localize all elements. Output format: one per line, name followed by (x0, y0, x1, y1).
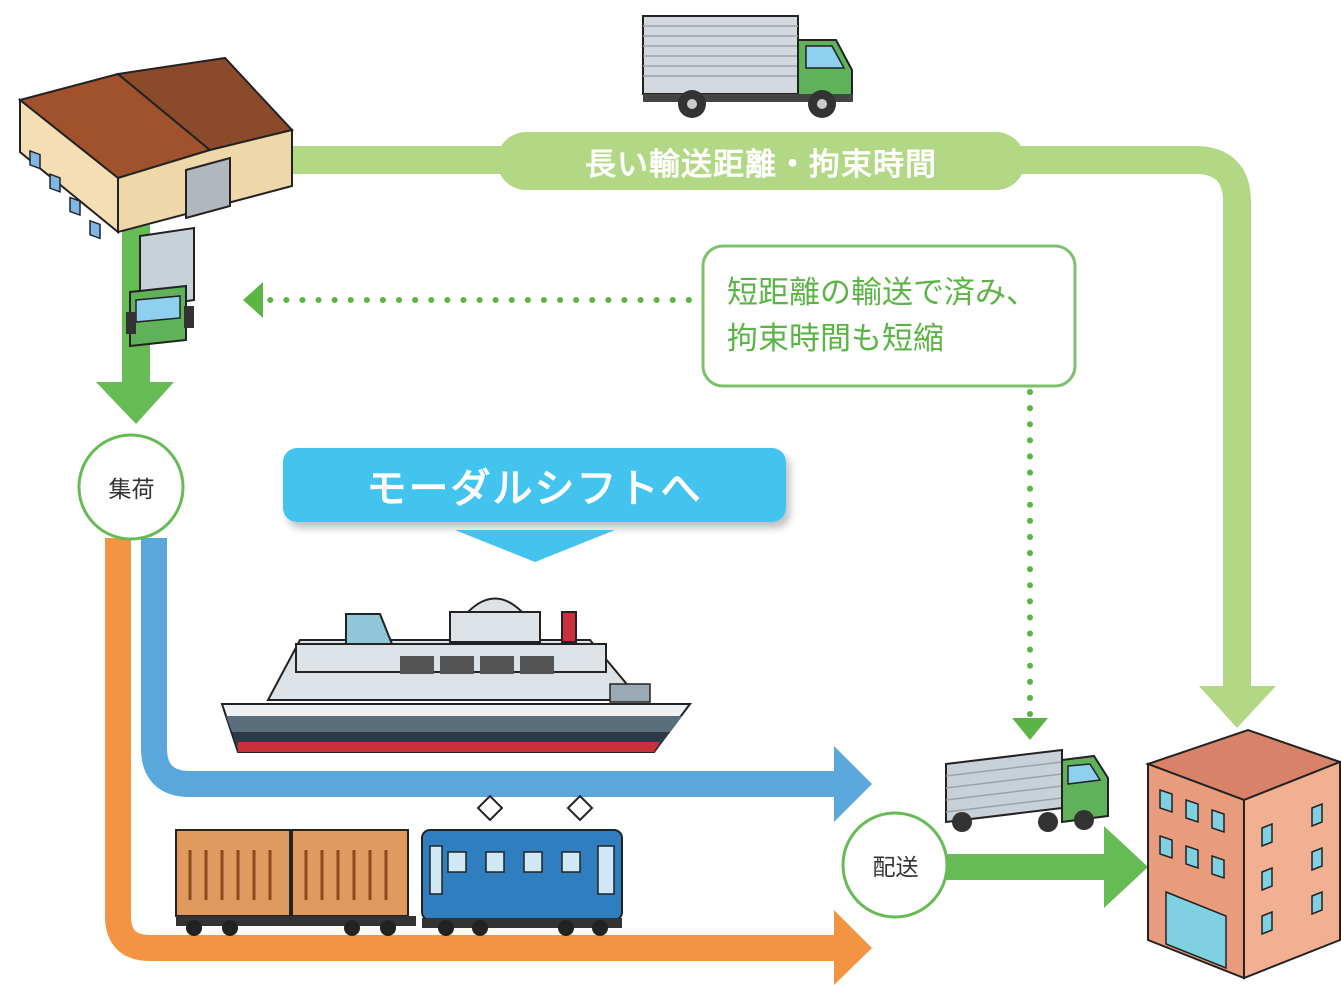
delivery-label: 配送 (872, 855, 919, 881)
ship-route-arrowhead (834, 746, 872, 822)
modal-shift-label: モーダルシフトへ (366, 466, 703, 512)
pickup-circle (77, 433, 185, 541)
short-route-note: 短距離の輸送で済み、 拘束時間も短縮 (703, 246, 1075, 386)
short-route-note-box (701, 244, 1077, 388)
truck-icon-delivery (945, 748, 1109, 832)
banner-pointer (455, 530, 615, 562)
ship-route (141, 538, 872, 822)
short-route-dotted (243, 282, 1048, 740)
long-route-label: 長い輸送距離・拘束時間 (585, 146, 937, 183)
dotted-arrowhead-down (1012, 718, 1048, 740)
warehouse-icon (17, 56, 294, 240)
delivery-route (946, 826, 1148, 908)
long-route-pill (497, 132, 1025, 190)
ship-icon (220, 597, 692, 753)
pickup-label: 集荷 (108, 477, 155, 503)
delivery-arrowhead (1104, 826, 1148, 908)
delivery-circle (841, 811, 949, 919)
dotted-arrowhead-left (243, 282, 263, 318)
truck-icon-long (642, 15, 853, 118)
pickup-arrowhead (96, 382, 174, 424)
short-route-note-line1: 短距離の輸送で済み、 (727, 275, 1037, 311)
office-building-icon (1145, 728, 1341, 980)
short-route-note-line2: 拘束時間も短縮 (727, 321, 944, 357)
modal-shift-banner (283, 448, 786, 562)
rail-route-arrowhead (834, 910, 872, 985)
long-route-arrowhead (1199, 686, 1276, 728)
long-truck-route (290, 146, 1276, 728)
truck-icon-pickup (126, 226, 195, 348)
freight-train-icon (175, 794, 623, 936)
rail-route (105, 538, 872, 985)
